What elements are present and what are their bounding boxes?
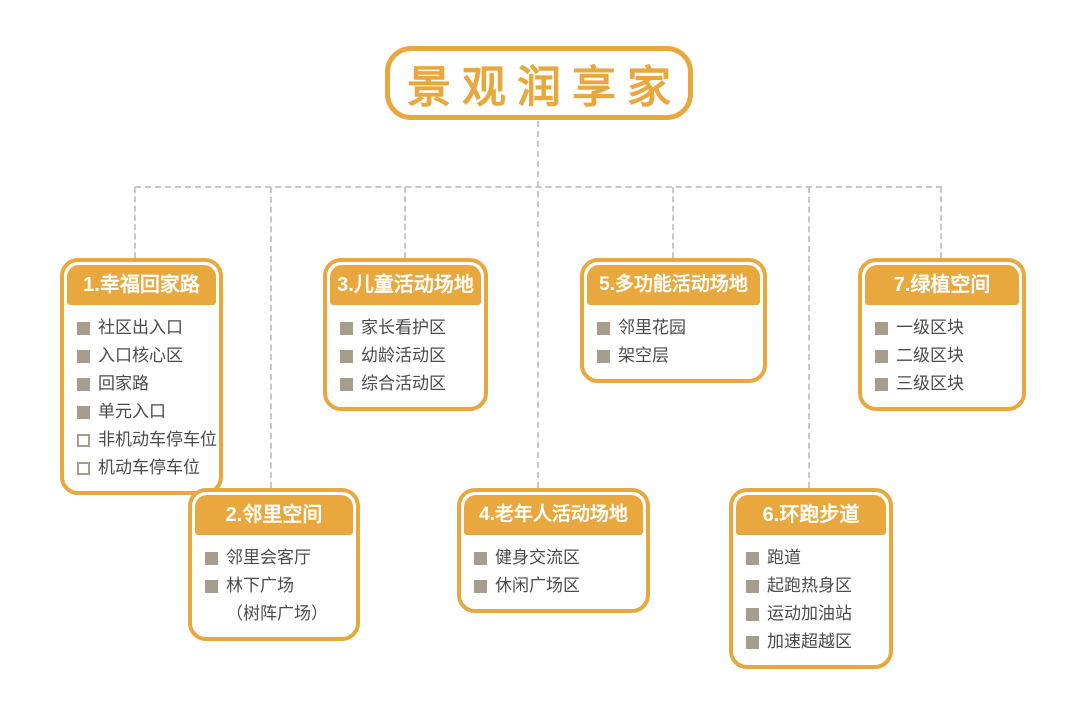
filled-square-bullet-icon	[474, 551, 487, 565]
filled-square-bullet-icon	[597, 349, 610, 363]
branch-box-6-header: 6.环跑步道	[736, 495, 886, 535]
list-item: 机动车停车位	[77, 454, 212, 482]
item-label: 健身交流区	[495, 548, 580, 567]
connector-drop-box5	[672, 187, 674, 258]
item-label: 机动车停车位	[98, 458, 200, 477]
connector-title-to-box4	[537, 121, 539, 488]
branch-box-5-items: 邻里花园 架空层	[587, 305, 760, 379]
item-label: 社区出入口	[98, 318, 183, 337]
branch-box-4-items: 健身交流区 休闲广场区	[464, 535, 643, 609]
list-item: 架空层	[597, 342, 756, 370]
branch-box-5-header: 5.多功能活动场地	[587, 265, 760, 305]
list-item: 家长看护区	[340, 314, 477, 342]
item-label: 入口核心区	[98, 346, 183, 365]
branch-box-2: 2.邻里空间 邻里会客厅 林下广场 （树阵广场）	[188, 488, 360, 641]
list-item: 非机动车停车位	[77, 426, 217, 454]
filled-square-bullet-icon	[77, 349, 90, 363]
branch-box-1: 1.幸福回家路 社区出入口 入口核心区 回家路 单元入口 非机动车停车位 机动车…	[60, 258, 223, 495]
connector-drop-box2	[270, 187, 272, 488]
filled-square-bullet-icon	[875, 349, 888, 363]
list-item: 回家路	[77, 370, 212, 398]
title-box: 景观润享家	[385, 46, 693, 120]
list-item: 一级区块	[875, 314, 1015, 342]
item-label: 起跑热身区	[767, 576, 852, 595]
filled-square-bullet-icon	[340, 321, 353, 335]
list-item: 休闲广场区	[474, 572, 639, 600]
branch-box-2-items: 邻里会客厅 林下广场 （树阵广场）	[195, 535, 353, 637]
branch-box-1-items: 社区出入口 入口核心区 回家路 单元入口 非机动车停车位 机动车停车位	[67, 305, 217, 491]
connector-drop-box1	[134, 187, 136, 258]
item-label: 幼龄活动区	[361, 346, 446, 365]
item-label: 休闲广场区	[495, 576, 580, 595]
branch-box-6-items: 跑道 起跑热身区 运动加油站 加速超越区	[736, 535, 886, 665]
filled-square-bullet-icon	[875, 377, 888, 391]
item-label: 邻里花园	[618, 318, 686, 337]
item-label: （树阵广场）	[226, 604, 328, 623]
branch-box-7-items: 一级区块 二级区块 三级区块	[865, 305, 1019, 407]
filled-square-bullet-icon	[205, 579, 218, 593]
item-label: 运动加油站	[767, 604, 852, 623]
filled-square-bullet-icon	[474, 579, 487, 593]
filled-square-bullet-icon	[77, 321, 90, 335]
list-item: 加速超越区	[746, 628, 882, 656]
item-label: 三级区块	[896, 374, 964, 393]
filled-square-bullet-icon	[746, 635, 759, 649]
branch-box-3-header: 3.儿童活动场地	[330, 265, 481, 305]
branch-box-4-header: 4.老年人活动场地	[464, 495, 643, 535]
list-item: 邻里花园	[597, 314, 756, 342]
list-item: 单元入口	[77, 398, 212, 426]
item-label: 跑道	[767, 548, 801, 567]
list-item: 入口核心区	[77, 342, 212, 370]
filled-square-bullet-icon	[746, 579, 759, 593]
filled-square-bullet-icon	[875, 321, 888, 335]
item-label: 家长看护区	[361, 318, 446, 337]
connector-horizontal-rail	[135, 186, 942, 188]
filled-square-bullet-icon	[77, 377, 90, 391]
diagram-title: 景观润享家	[407, 63, 682, 112]
item-label: 一级区块	[896, 318, 964, 337]
connector-drop-box7	[940, 187, 942, 258]
branch-box-7-header: 7.绿植空间	[865, 265, 1019, 305]
list-item: 幼龄活动区	[340, 342, 477, 370]
list-item: 邻里会客厅	[205, 544, 349, 572]
connector-drop-box6	[808, 187, 810, 488]
list-item: （树阵广场）	[205, 600, 349, 628]
branch-box-5: 5.多功能活动场地 邻里花园 架空层	[580, 258, 767, 383]
list-item: 二级区块	[875, 342, 1015, 370]
list-item: 健身交流区	[474, 544, 639, 572]
filled-square-bullet-icon	[746, 607, 759, 621]
item-label: 单元入口	[98, 402, 166, 421]
list-item: 综合活动区	[340, 370, 477, 398]
item-label: 综合活动区	[361, 374, 446, 393]
item-label: 加速超越区	[767, 632, 852, 651]
filled-square-bullet-icon	[77, 405, 90, 419]
hollow-square-bullet-icon	[77, 433, 90, 447]
list-item: 跑道	[746, 544, 882, 572]
list-item: 运动加油站	[746, 600, 882, 628]
branch-box-6: 6.环跑步道 跑道 起跑热身区 运动加油站 加速超越区	[729, 488, 893, 669]
filled-square-bullet-icon	[205, 551, 218, 565]
item-label: 邻里会客厅	[226, 548, 311, 567]
branch-box-3: 3.儿童活动场地 家长看护区 幼龄活动区 综合活动区	[323, 258, 488, 411]
item-label: 二级区块	[896, 346, 964, 365]
item-label: 架空层	[618, 346, 669, 365]
list-item: 社区出入口	[77, 314, 212, 342]
list-item: 起跑热身区	[746, 572, 882, 600]
item-label: 非机动车停车位	[98, 430, 217, 449]
item-label: 回家路	[98, 374, 149, 393]
filled-square-bullet-icon	[597, 321, 610, 335]
branch-box-3-items: 家长看护区 幼龄活动区 综合活动区	[330, 305, 481, 407]
connector-drop-box3	[404, 187, 406, 258]
branch-box-1-header: 1.幸福回家路	[67, 265, 216, 305]
filled-square-bullet-icon	[746, 551, 759, 565]
hollow-square-bullet-icon	[77, 461, 90, 475]
filled-square-bullet-icon	[340, 349, 353, 363]
list-item: 林下广场	[205, 572, 349, 600]
branch-box-2-header: 2.邻里空间	[195, 495, 353, 535]
branch-box-7: 7.绿植空间 一级区块 二级区块 三级区块	[858, 258, 1026, 411]
filled-square-bullet-icon	[340, 377, 353, 391]
item-label: 林下广场	[226, 576, 294, 595]
list-item: 三级区块	[875, 370, 1015, 398]
branch-box-4: 4.老年人活动场地 健身交流区 休闲广场区	[457, 488, 650, 613]
